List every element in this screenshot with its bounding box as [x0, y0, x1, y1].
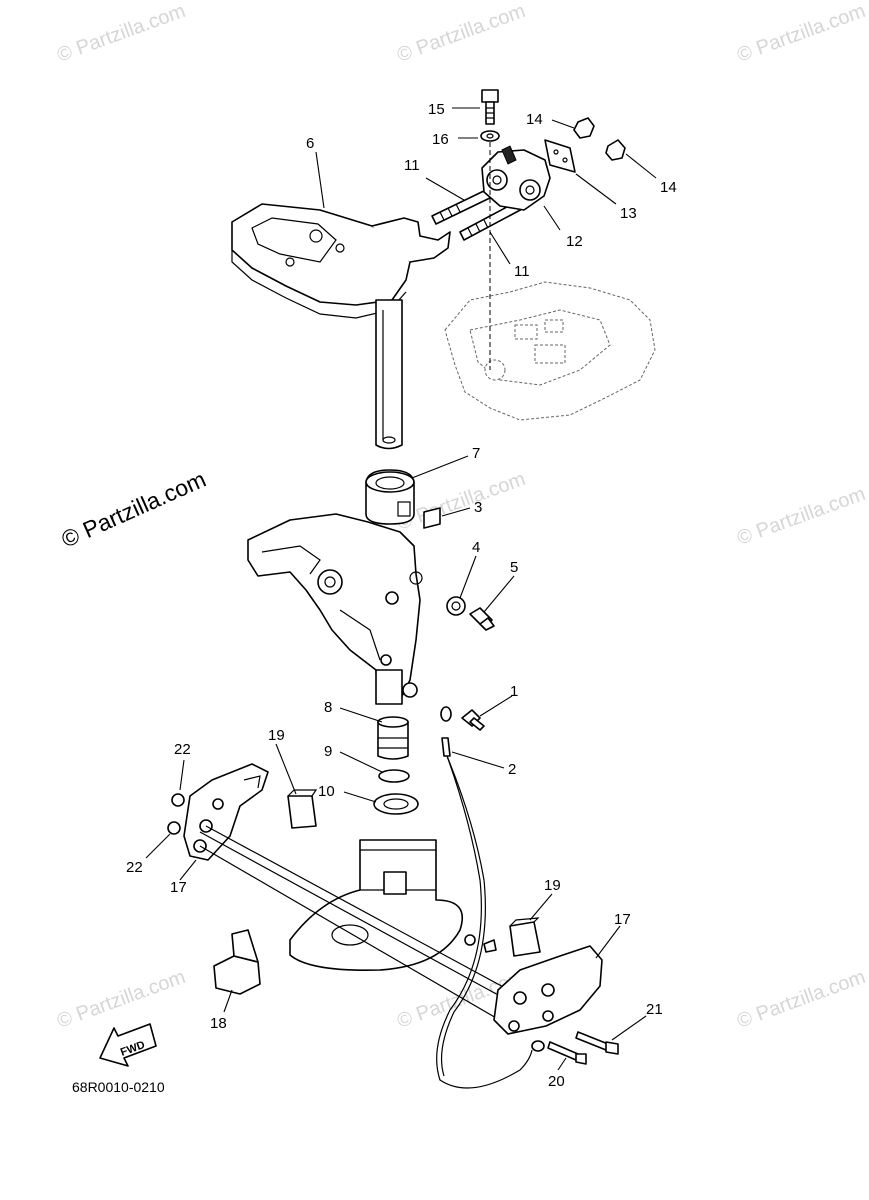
watermark: © Partzilla.com [54, 0, 188, 67]
callout-17-left: 17 [170, 879, 187, 896]
bushing-part-7[interactable] [365, 469, 415, 525]
long-bolt-set [199, 825, 521, 1027]
mount-rubber-part-12[interactable] [481, 145, 551, 211]
nut-part-14-left[interactable] [573, 117, 595, 139]
callout-20: 20 [548, 1073, 565, 1090]
main-watermark: © Partzilla.com [57, 466, 209, 553]
callout-15: 15 [428, 101, 445, 118]
callout-12: 12 [566, 233, 583, 250]
block-part-18[interactable] [213, 929, 261, 995]
callout-7: 7 [472, 445, 480, 462]
callout-22-upper: 22 [174, 741, 191, 758]
callout-5: 5 [510, 559, 518, 576]
rubber-part-19-left[interactable] [287, 789, 318, 829]
watermark: © Partzilla.com [394, 0, 528, 67]
seal-part-10[interactable] [373, 793, 419, 815]
bottom-cowling-ghost [444, 281, 656, 421]
o-ring-part-9[interactable] [378, 769, 410, 783]
callout-18: 18 [210, 1015, 227, 1032]
callout-17-right: 17 [614, 911, 631, 928]
callout-3: 3 [474, 499, 482, 516]
callout-11-lower: 11 [514, 263, 530, 280]
callout-14-right: 14 [660, 179, 677, 196]
callout-21: 21 [646, 1001, 663, 1018]
small-screw[interactable] [464, 934, 497, 953]
callout-10: 10 [318, 783, 335, 800]
watermark: © Partzilla.com [734, 0, 868, 67]
diagram-code: 68R0010-0210 [72, 1079, 165, 1095]
bolt-part-15[interactable] [481, 89, 499, 125]
callout-9: 9 [324, 743, 332, 760]
callout-13: 13 [620, 205, 637, 222]
callout-19-right: 19 [544, 877, 561, 894]
callout-labels: 1 2 3 4 5 6 7 8 9 10 11 11 12 13 14 14 1… [126, 101, 677, 1090]
screw-part-1[interactable] [461, 709, 485, 731]
watermark: © Partzilla.com [734, 483, 868, 550]
leader-lines [145, 107, 657, 1071]
watermark: © Partzilla.com [734, 966, 868, 1033]
callout-22-lower: 22 [126, 859, 143, 876]
watermark: © Partzilla.com [54, 966, 188, 1033]
bolt-part-5[interactable] [469, 607, 495, 631]
steering-bracket-part-6[interactable] [231, 203, 451, 450]
damper-part-8[interactable] [377, 716, 409, 760]
callout-8: 8 [324, 699, 332, 716]
washer-part-16[interactable] [480, 130, 500, 142]
collar-part-4[interactable] [446, 596, 466, 616]
bracket-part-17-right[interactable] [493, 945, 603, 1035]
callout-4: 4 [472, 539, 480, 556]
swivel-bracket [247, 513, 423, 705]
lower-mount-assembly [289, 839, 464, 972]
callout-19-left: 19 [268, 727, 285, 744]
nut-part-22-upper[interactable] [171, 793, 185, 807]
nut-part-22-lower[interactable] [167, 821, 181, 835]
fwd-arrow-icon: FWD [99, 1023, 157, 1067]
nut-part-14-right[interactable] [605, 139, 626, 161]
rubber-part-19-right[interactable] [509, 917, 541, 957]
callout-14-left: 14 [526, 111, 543, 128]
plate-part-3[interactable] [423, 507, 441, 529]
watermark-layer: © Partzilla.com © Partzilla.com © Partzi… [54, 0, 868, 1033]
bolt-part-20[interactable] [547, 1041, 587, 1065]
callout-16: 16 [432, 131, 449, 148]
callout-1: 1 [510, 683, 518, 700]
bracket-plate-part-13[interactable] [544, 139, 576, 173]
callout-11-upper: 11 [404, 157, 420, 174]
callout-2: 2 [508, 761, 516, 778]
ground-lead-part-2[interactable] [436, 706, 545, 1089]
bolt-part-21[interactable] [575, 1031, 619, 1055]
callout-6: 6 [306, 135, 314, 152]
